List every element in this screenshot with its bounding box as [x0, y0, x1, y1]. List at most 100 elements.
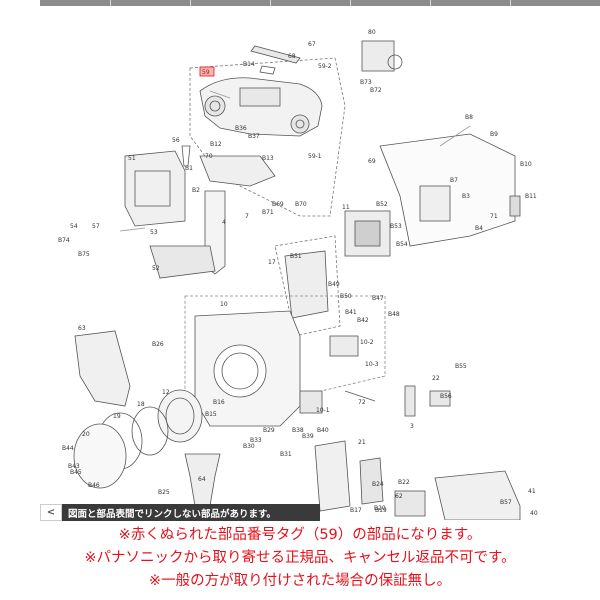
part-label: 10-2: [360, 339, 374, 346]
part-label: B1: [185, 165, 193, 172]
part-label: B29: [263, 427, 275, 434]
part-label: 59-2: [318, 63, 332, 70]
part-label: 19: [113, 413, 121, 420]
part-label: B73: [360, 79, 372, 86]
part-label: 80: [368, 29, 376, 36]
part-label: 20: [82, 431, 90, 438]
part-label: B48: [388, 311, 400, 318]
part-label: 22: [432, 375, 440, 382]
part-label: B2: [192, 187, 200, 194]
part-label: B36: [235, 125, 247, 132]
part-label: B49: [328, 281, 340, 288]
part-label: 12: [162, 389, 170, 396]
note-line-2: ※パナソニックから取り寄せる正規品、キャンセル返品不可です。: [84, 550, 516, 566]
part-label: 53: [150, 229, 158, 236]
part-label: B37: [248, 133, 260, 140]
part-label: 40: [530, 510, 538, 517]
part-label: B56: [440, 393, 452, 400]
part-label: 21: [358, 439, 366, 446]
part-label: B3: [462, 193, 470, 200]
part-label: B11: [525, 193, 537, 200]
part-label: 3: [410, 423, 414, 430]
notes: ※赤くぬられた部品番号タグ（59）の部品になります。 ※パナソニックから取り寄せ…: [0, 524, 600, 593]
part-label: B53: [390, 223, 402, 230]
part-label: B31: [280, 451, 292, 458]
part-label: B72: [370, 87, 382, 94]
part-label: B17: [350, 507, 362, 514]
part-label: 68: [288, 53, 296, 60]
part-label: 62: [395, 493, 403, 500]
part-label: B70: [295, 201, 307, 208]
part-label: B7: [450, 177, 458, 184]
part-label: B33: [250, 437, 262, 444]
part-label: 7: [245, 213, 249, 220]
part-label: B38: [292, 427, 304, 434]
part-label: 54: [70, 223, 78, 230]
part-label: B51: [290, 253, 302, 260]
part-label: B40: [317, 427, 329, 434]
part-label: B30: [243, 443, 255, 450]
note-line-3: ※一般の方が取り付けされた場合の保証無し。: [148, 573, 452, 589]
part-label: 10: [220, 301, 228, 308]
part-label: B69: [272, 201, 284, 208]
part-label: 67: [308, 41, 316, 48]
part-label: 56: [172, 137, 180, 144]
part-label: B71: [262, 209, 274, 216]
part-label: 64: [198, 476, 206, 483]
part-label: B9: [490, 131, 498, 138]
part-label: 57: [92, 223, 100, 230]
part-label: 10-3: [365, 361, 379, 368]
part-label: B4: [475, 225, 483, 232]
part-label: B57: [500, 499, 512, 506]
part-label: B39: [302, 433, 314, 440]
part-label: B14: [243, 61, 255, 68]
part-label: B8: [465, 114, 473, 121]
part-label: B43: [68, 463, 80, 470]
part-label: B16: [213, 399, 225, 406]
part-label: 71: [490, 213, 498, 220]
part-label: 10-1: [316, 407, 330, 414]
highlight-tag-label: 59: [202, 69, 210, 76]
part-label: B47: [372, 295, 384, 302]
part-label: B19: [375, 507, 387, 514]
part-label: B10: [520, 161, 532, 168]
part-label: B24: [372, 481, 384, 488]
part-label: 72: [358, 399, 366, 406]
part-label: B54: [396, 241, 408, 248]
part-label: 63: [78, 325, 86, 332]
part-label: B15: [205, 411, 217, 418]
chevron-left-icon[interactable]: <: [40, 504, 62, 521]
part-label: 41: [528, 488, 536, 495]
part-label: 51: [128, 155, 136, 162]
part-label: B22: [398, 479, 410, 486]
link-notice-text: 図面と部品表間でリンクしない部品があります。: [68, 508, 277, 520]
part-label: 59-1: [308, 153, 322, 160]
part-label: B41: [345, 309, 357, 316]
part-label: 11: [342, 204, 350, 211]
part-label: B50: [340, 293, 352, 300]
part-label: B46: [88, 482, 100, 489]
part-label: B52: [376, 201, 388, 208]
part-label: B42: [357, 317, 369, 324]
part-label: B75: [78, 251, 90, 258]
part-label: B44: [62, 445, 74, 452]
part-label: B55: [455, 363, 467, 370]
part-label: B13: [262, 155, 274, 162]
part-label: B26: [152, 341, 164, 348]
part-label: 52: [152, 265, 160, 272]
part-label: B45: [70, 469, 82, 476]
part-label: 69: [368, 158, 376, 165]
part-label: 18: [137, 401, 145, 408]
highlight-tag-59: [199, 66, 215, 77]
part-label: 17: [268, 259, 276, 266]
part-label: B20: [374, 505, 386, 512]
diagram-link-notice-bar: < 図面と部品表間でリンクしない部品があります。: [40, 504, 320, 521]
part-label: 70: [205, 153, 213, 160]
part-label: B25: [158, 489, 170, 496]
part-label: B74: [58, 237, 70, 244]
part-label: B12: [210, 141, 222, 148]
part-label: 4: [222, 219, 226, 226]
note-line-1: ※赤くぬられた部品番号タグ（59）の部品になります。: [118, 527, 482, 543]
